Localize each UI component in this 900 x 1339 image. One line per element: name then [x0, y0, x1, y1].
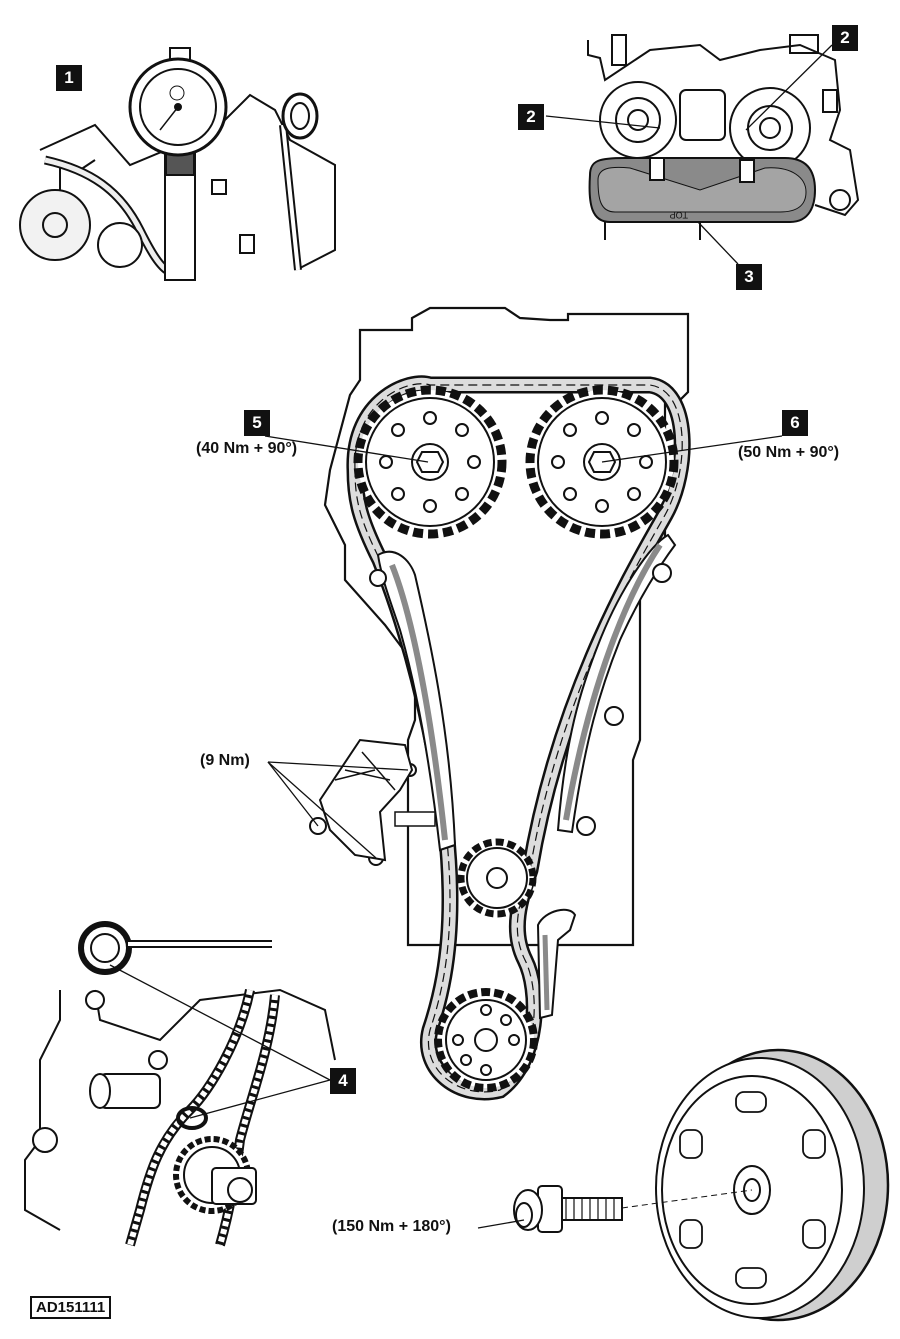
plate-top-text: TOP [670, 210, 688, 220]
torque-exhaust-sprocket: (50 Nm + 90°) [738, 444, 840, 461]
torque-crank-pulley-bolt: (150 Nm + 180°) [332, 1218, 451, 1235]
dial-gauge-inset [19, 47, 336, 281]
crankshaft-sprocket [434, 988, 538, 1092]
callout-6: 6 [782, 410, 808, 436]
torque-tensioner-bolts: (9 Nm) [200, 752, 250, 769]
callout-2-right: 2 [832, 25, 858, 51]
callout-3: 3 [736, 264, 762, 290]
chain-tensioner [318, 738, 414, 862]
callout-1: 1 [56, 65, 82, 91]
pulley-bolt [513, 1185, 623, 1233]
callout-4: 4 [330, 1068, 356, 1094]
leader-pulley-bolt [477, 1219, 525, 1229]
idler-sprocket [457, 838, 537, 918]
leaders-main [264, 435, 783, 859]
pulley-axis-line [621, 1189, 753, 1209]
crank-locking-inset [24, 921, 336, 1247]
timing-case-main [309, 306, 691, 1101]
intake-cam-sprocket [353, 385, 507, 539]
reference-code: AD151111 [30, 1296, 112, 1319]
torque-intake-sprocket: (40 Nm + 90°) [196, 440, 298, 457]
leaders-inset-2-3 [545, 44, 833, 265]
crankshaft-pulley [655, 1048, 890, 1322]
leaders-inset-4 [109, 964, 331, 1119]
callout-2-left: 2 [518, 104, 544, 130]
callout-5: 5 [244, 410, 270, 436]
camshaft-locking-inset: TOP [587, 34, 860, 240]
